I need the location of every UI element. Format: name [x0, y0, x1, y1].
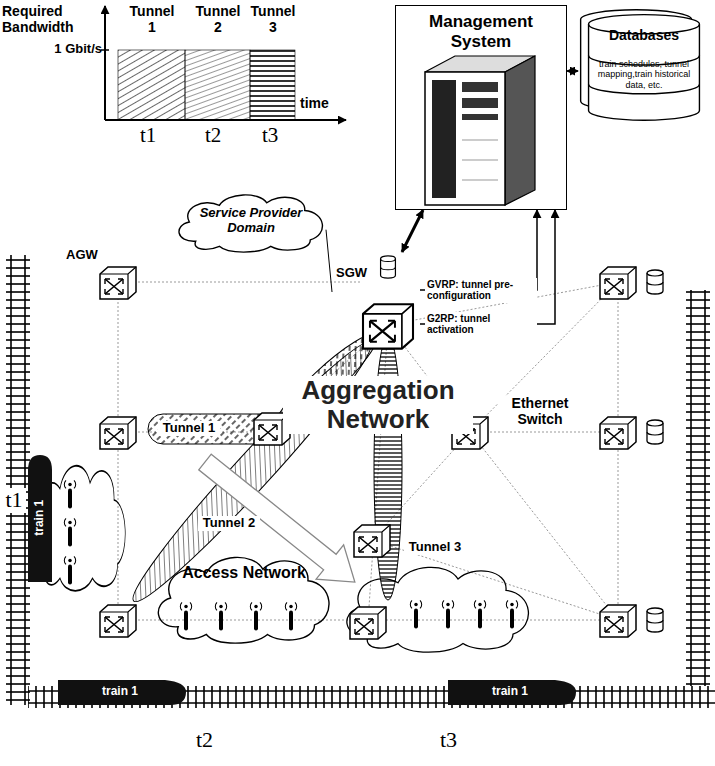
access-cloud — [347, 567, 529, 652]
switch-label: Ethernet Switch — [498, 396, 582, 427]
node-title: Service Provider Domain — [192, 206, 310, 236]
connector — [567, 70, 578, 72]
axis-label: Required Bandwidth — [2, 4, 98, 35]
bar-label: Tunnel 1 — [125, 4, 179, 35]
train-label: train 1 — [470, 685, 550, 698]
ethernet-switches — [100, 256, 663, 639]
service-provider-cloud: Service Provider Domain — [172, 190, 330, 254]
server-tower — [425, 56, 535, 205]
node-body: train schedules, tunnel mapping,train hi… — [590, 59, 698, 90]
connector — [420, 210, 555, 324]
time-mark: t1 — [140, 124, 170, 148]
rail-tracks — [6, 255, 715, 708]
tunnel-label: Tunnel 3 — [404, 540, 466, 555]
base-station-antennas — [64, 480, 517, 630]
connector — [326, 230, 332, 292]
access-network-cloud: Access Network — [150, 550, 338, 646]
bar-label: Tunnel 2 — [191, 4, 245, 35]
tunnels — [121, 325, 402, 613]
axis-value: 1 Gbit/s — [30, 42, 102, 57]
trains — [28, 455, 576, 705]
node-title: SGW — [336, 266, 420, 281]
time-mark: t1 — [2, 488, 26, 513]
network-links — [118, 282, 618, 622]
edge-label: GVRP: tunnel pre-configuration — [425, 278, 537, 303]
database-cylinder: Databases train schedules, tunnel mapping… — [578, 5, 710, 125]
tunnel-label: Tunnel 1 — [158, 421, 220, 436]
time-mark: t3 — [262, 124, 292, 148]
node-title: Management System — [402, 12, 560, 51]
gateway-node: SGW — [332, 252, 420, 360]
node-title: Access Network — [170, 564, 318, 582]
node-title: Databases — [590, 27, 698, 43]
time-mark: t2 — [196, 728, 226, 753]
time-mark: t3 — [440, 728, 470, 753]
train-label: train 1 — [80, 685, 160, 698]
bar-label: Tunnel 3 — [246, 4, 300, 35]
bandwidth-chart — [101, 6, 346, 120]
connector — [402, 210, 423, 252]
train-label: train 1 — [33, 488, 46, 548]
tunnel-label: Tunnel 2 — [198, 516, 260, 531]
management-system-box: Management System — [395, 5, 567, 210]
axis-label: time — [300, 96, 344, 112]
network-title: Aggregation Network — [283, 376, 473, 434]
time-mark: t2 — [205, 124, 235, 148]
edge-label: G2RP: tunnel activation — [425, 312, 537, 337]
gateway-label: AGW — [66, 248, 112, 263]
